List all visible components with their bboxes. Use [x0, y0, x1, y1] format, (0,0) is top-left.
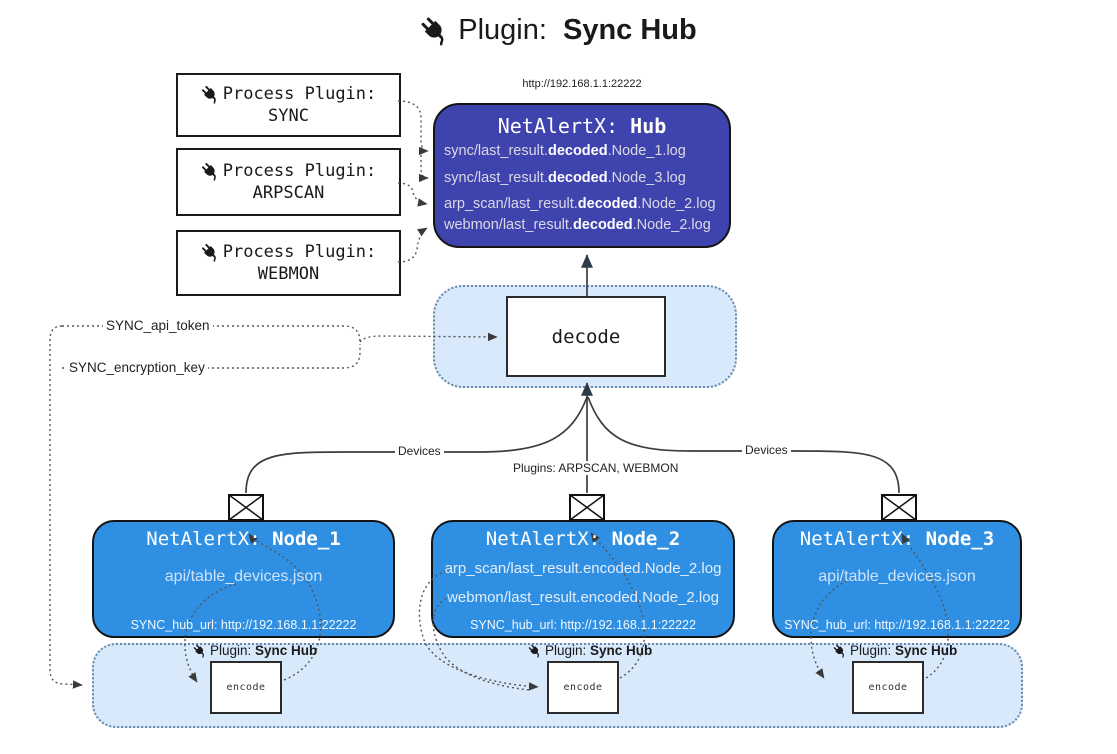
hub-log-line: webmon/last_result.decoded.Node_2.log [444, 217, 728, 233]
plug-icon [201, 162, 216, 181]
plug-icon [833, 644, 844, 658]
node-1-box [92, 520, 395, 638]
node-1-title: NetAlertX: Node_1 [92, 528, 395, 550]
decode-box: decode [506, 296, 666, 377]
log-pre: sync/last_result. [444, 170, 548, 186]
badge-prefix: Plugin: [210, 643, 256, 658]
edge-arpscan-to-hubline3 [397, 182, 428, 207]
sync-api-token-label: SYNC_api_token [103, 318, 213, 333]
node-title-name: Node_1 [272, 528, 341, 550]
envelope-icon [228, 494, 264, 521]
envelope-icon [881, 494, 917, 521]
envelope-icon [569, 494, 605, 521]
encode-box-1: encode [210, 661, 282, 714]
badge-name: Sync Hub [895, 643, 958, 658]
plug-icon [421, 17, 444, 46]
node-title-prefix: NetAlertX: [485, 528, 612, 550]
node-2-title: NetAlertX: Node_2 [431, 528, 735, 550]
edge-webmon-to-hubline4 [397, 227, 428, 263]
node-title-name: Node_3 [925, 528, 995, 550]
hub-log-line: sync/last_result.decoded.Node_3.log [444, 170, 728, 186]
log-bold: decoded [572, 217, 633, 233]
node-title-prefix: NetAlertX: [146, 528, 273, 550]
node-2-line: arp_scan/last_result.encoded.Node_2.log [444, 560, 722, 577]
log-bold: decoded [547, 143, 608, 159]
log-bold: decoded [547, 170, 608, 186]
hub-url-label: http://192.168.1.1:22222 [522, 78, 642, 90]
process-plugin-box-arpscan: Process Plugin: ARPSCAN [176, 148, 401, 216]
process-plugin-label: Process Plugin: [222, 242, 377, 262]
node-1-hub-url: SYNC_hub_url: http://192.168.1.1:22222 [130, 618, 357, 632]
node-3-line: api/table_devices.json [818, 568, 976, 585]
plug-icon [201, 243, 216, 262]
process-plugin-box-sync: Process Plugin: SYNC [176, 73, 401, 137]
edge-sync-to-hubline2 [418, 155, 429, 183]
page-title-name: Sync Hub [562, 14, 697, 46]
plug-icon [201, 85, 216, 104]
log-post: .Node_2.log [637, 196, 716, 212]
log-pre: sync/last_result. [444, 143, 548, 159]
log-pre: webmon/last_result. [444, 217, 573, 233]
log-pre: arp_scan/last_result. [444, 196, 578, 212]
plug-icon [193, 644, 204, 658]
plugins-center-label: Plugins: ARPSCAN, WEBMON [510, 461, 682, 475]
node-1-line: api/table_devices.json [164, 568, 323, 585]
process-plugin-name: ARPSCAN [252, 183, 325, 203]
encode-plugin-badge-3: Plugin: Sync Hub [833, 643, 957, 658]
process-plugin-box-webmon: Process Plugin: WEBMON [176, 230, 401, 296]
encode-plugin-badge-1: Plugin: Sync Hub [193, 643, 317, 658]
badge-prefix: Plugin: [850, 643, 896, 658]
process-plugin-label: Process Plugin: [222, 161, 377, 181]
devices-right-label: Devices [742, 443, 791, 457]
badge-name: Sync Hub [590, 643, 653, 658]
node-title-prefix: NetAlertX: [799, 528, 926, 550]
node-2-line: webmon/last_result.encoded.Node_2.log [447, 589, 719, 606]
log-post: .Node_1.log [607, 143, 686, 159]
node-title-name: Node_2 [611, 528, 681, 550]
log-bold: decoded [577, 196, 638, 212]
hub-title-name: Hub [630, 114, 667, 138]
badge-prefix: Plugin: [545, 643, 591, 658]
log-post: .Node_3.log [607, 170, 686, 186]
encode-box-2: encode [547, 661, 619, 714]
process-plugin-name: WEBMON [257, 264, 320, 284]
hub-title: NetAlertX: Hub [433, 114, 731, 138]
sync-encryption-key-label: SYNC_encryption_key [66, 360, 208, 375]
node-2-hub-url: SYNC_hub_url: http://192.168.1.1:22222 [470, 618, 696, 632]
encode-plugin-badge-2: Plugin: Sync Hub [528, 643, 652, 658]
node-3-title: NetAlertX: Node_3 [772, 528, 1022, 550]
badge-name: Sync Hub [255, 643, 318, 658]
log-post: .Node_2.log [632, 217, 711, 233]
edge-sync-to-hubline1 [397, 100, 429, 156]
hub-title-prefix: NetAlertX: [497, 114, 631, 138]
edge-key-to-encode-panel [49, 325, 83, 689]
devices-left-label: Devices [395, 444, 444, 458]
encode-box-3: encode [852, 661, 924, 714]
page-title: Plugin: Sync Hub [0, 14, 1117, 47]
process-plugin-label: Process Plugin: [222, 84, 377, 104]
hub-box [433, 103, 731, 248]
hub-log-line: sync/last_result.decoded.Node_1.log [444, 143, 728, 159]
process-plugin-name: SYNC [268, 106, 309, 126]
page-title-prefix: Plugin: [458, 14, 555, 46]
node-3-hub-url: SYNC_hub_url: http://192.168.1.1:22222 [784, 618, 1010, 632]
hub-log-line: arp_scan/last_result.decoded.Node_2.log [444, 196, 728, 212]
plug-icon [528, 644, 539, 658]
